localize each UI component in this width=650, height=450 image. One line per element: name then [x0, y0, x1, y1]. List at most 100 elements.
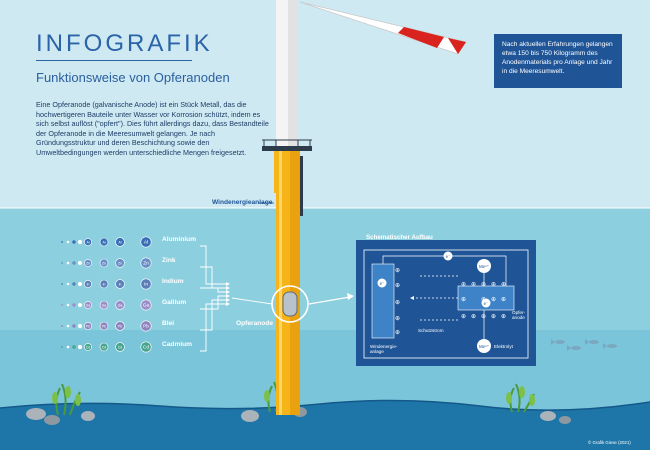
stone — [81, 411, 95, 421]
ion-bubble — [115, 279, 125, 289]
platform-railing — [262, 139, 312, 146]
ion-bubble — [115, 258, 125, 268]
seabed-top-line — [0, 399, 650, 411]
ion-trail-dot — [77, 302, 83, 308]
svg-text:⊕: ⊕ — [491, 314, 496, 320]
ion-symbol: Zn — [118, 262, 122, 266]
ion-trail-dot — [61, 346, 63, 348]
ion-symbol: Ga — [102, 304, 107, 308]
schema-electron-top — [443, 251, 453, 261]
ion-symbol: Al — [118, 241, 121, 245]
metal-label-cadmium: Cadmium — [162, 341, 193, 348]
ion-symbol: Ga — [118, 304, 123, 308]
ion-bubble — [140, 236, 152, 248]
ion-symbol: Ga — [143, 303, 150, 309]
ion-trail-dot — [77, 323, 83, 329]
metal-label-indium: Indium — [162, 278, 184, 285]
metal-connector-arrowhead — [226, 282, 230, 286]
metal-label-blei: Blei — [162, 320, 175, 327]
ion-trail-dot — [77, 239, 83, 245]
ion-symbol: Al — [86, 241, 89, 245]
ion-symbol: Cd — [143, 345, 149, 351]
ion-symbol: Zn — [143, 261, 149, 267]
schema-metal-ion-bottom — [477, 339, 491, 353]
ion-trail-dot — [61, 241, 63, 243]
ion-symbol: Zn — [102, 262, 106, 266]
ion-symbol: Pb — [102, 325, 106, 329]
page-title: INFOGRAFIK — [36, 30, 213, 57]
ion-symbol: Pb — [86, 325, 90, 329]
ion-trail-dot — [66, 240, 70, 244]
svg-text:⊕: ⊕ — [395, 316, 400, 322]
ion-symbol: Cd — [102, 346, 106, 350]
schema-inner-frame — [363, 249, 529, 359]
monopile-shade — [290, 151, 300, 415]
copyright: © Grafik Giese (2021) — [588, 440, 631, 445]
metal-connector — [200, 295, 228, 310]
schema-arrow-head — [347, 293, 354, 300]
svg-text:⊕: ⊕ — [395, 268, 400, 274]
stone — [26, 408, 46, 420]
ion-bubble — [84, 259, 92, 267]
svg-text:⊕: ⊕ — [395, 330, 400, 336]
platform — [262, 146, 312, 151]
turbine-label: Windenergieanlage — [212, 199, 273, 206]
stone — [559, 416, 571, 424]
schema-turbine-plus-signs: ⊕⊕⊕⊕⊕ — [395, 268, 400, 336]
ion-symbol: Al — [144, 240, 148, 246]
ion-bubble — [99, 279, 109, 289]
monopile-highlight — [279, 151, 282, 415]
schema-electron-middle — [481, 298, 491, 308]
metal-label-aluminium: Aluminium — [162, 236, 197, 243]
schema-metal-ion-top — [477, 259, 491, 273]
schema-anode-plus-signs: ⊕⊕⊕⊕⊕ ⊕⊕⊕⊕ ⊕⊕⊕⊕⊕ — [461, 282, 506, 320]
page-subtitle: Funktionsweise von Opferanoden — [36, 70, 230, 85]
schema-anode-label: Opfer-anode — [512, 310, 526, 321]
ion-bubble — [84, 238, 92, 246]
svg-text:⊕: ⊕ — [461, 282, 466, 288]
ion-trail-dot — [77, 260, 83, 266]
schema-turbine-electrode — [371, 263, 395, 339]
anode-leader-line — [231, 297, 273, 305]
schema-turbine-label: Windenergie-anlage — [370, 344, 398, 355]
ion-bubble — [140, 320, 152, 332]
metal-label-zink: Zink — [162, 257, 176, 264]
schema-title: Schematischer Aufbau — [366, 234, 433, 241]
ion-trail-dot — [66, 261, 70, 265]
ion-trail-dot — [66, 324, 70, 328]
ion-symbol: Al — [102, 241, 105, 245]
schema-electron-left — [377, 278, 387, 288]
ion-trail-dot — [72, 240, 76, 244]
svg-text:⊕: ⊕ — [461, 314, 466, 320]
title-underline — [36, 60, 192, 61]
ion-trail-dot — [66, 303, 70, 307]
ion-bubble — [140, 299, 152, 311]
ion-trail-dot — [77, 344, 83, 350]
schema-electron-top-label: e⁻ — [446, 254, 451, 259]
ion-bubble — [115, 342, 125, 352]
ion-trail-dot — [66, 282, 70, 286]
schema-metal-ion-top-label: Meⁿ⁺ — [479, 264, 489, 269]
ion-trail-dot — [72, 282, 76, 286]
svg-text:⊕: ⊕ — [481, 282, 486, 288]
ion-trail-dot — [72, 303, 76, 307]
boat-landing — [300, 156, 303, 216]
metal-connector — [200, 287, 228, 293]
schema-metal-ion-bottom-label: Meⁿ⁺ — [479, 344, 489, 349]
ion-bubble — [84, 280, 92, 288]
stone — [44, 415, 60, 425]
ion-bubble — [99, 258, 109, 268]
svg-text:⊕: ⊕ — [491, 282, 496, 288]
metal-connector-arrowhead — [226, 286, 230, 290]
metal-connector-arrowhead — [226, 302, 230, 306]
ion-symbol: Pb — [118, 325, 122, 329]
ion-trail-dot — [61, 304, 63, 306]
ion-symbol: Cd — [86, 346, 90, 350]
ion-bubble — [84, 301, 92, 309]
ion-trail-dot — [61, 325, 63, 327]
ion-symbol: Zn — [86, 262, 90, 266]
ion-bubble — [115, 300, 125, 310]
ion-bubble — [140, 341, 152, 353]
intro-paragraph: Eine Opferanode (galvanische Anode) ist … — [36, 100, 269, 157]
